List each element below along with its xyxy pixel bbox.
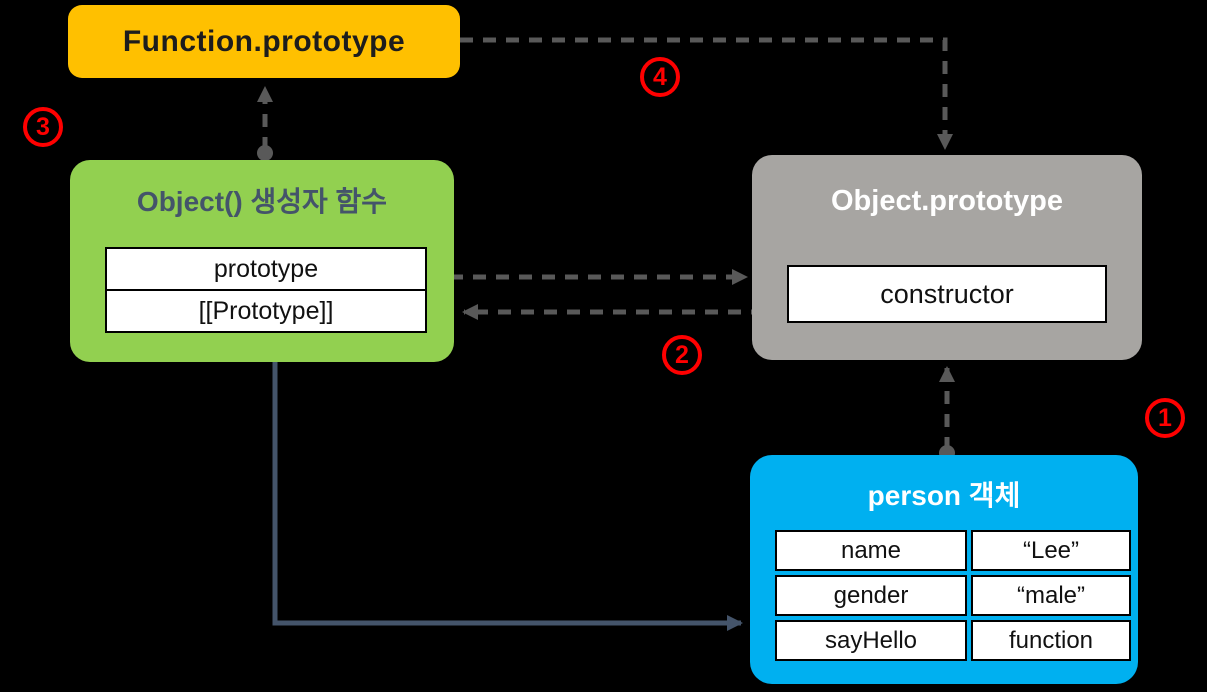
property-value-cell: “Lee”	[971, 530, 1131, 571]
object-constructor-box: Object() 생성자 함수 prototype [[Prototype]]	[70, 160, 454, 362]
step-4-badge: 4	[640, 57, 680, 97]
table-row: sayHello function	[775, 620, 1131, 661]
table-row: name “Lee”	[775, 530, 1131, 571]
table-row: prototype	[105, 247, 427, 291]
function-prototype-box: Function.prototype	[68, 5, 460, 78]
person-properties-table: name “Lee” gender “male” sayHello functi…	[771, 526, 1135, 665]
arrow-person-to-object-prototype	[939, 366, 955, 461]
object-prototype-box: Object.prototype constructor	[752, 155, 1142, 360]
property-key-cell: sayHello	[775, 620, 967, 661]
object-constructor-title: Object() 생성자 함수	[136, 186, 388, 217]
property-key-cell: gender	[775, 575, 967, 616]
arrow-prototype-to-object-prototype	[419, 269, 748, 285]
arrow-function-prototype-to-object-prototype	[460, 37, 953, 150]
person-object-box: person 객체 name “Lee” gender “male” sayHe…	[750, 455, 1138, 684]
arrow-constructor-creates-person	[272, 362, 743, 631]
table-row: [[Prototype]]	[105, 289, 427, 333]
step-3-badge: 3	[23, 107, 63, 147]
constructor-property-cell: constructor	[787, 265, 1107, 323]
internal-prototype-slot-cell: [[Prototype]]	[105, 289, 427, 333]
property-key-cell: name	[775, 530, 967, 571]
table-row: gender “male”	[775, 575, 1131, 616]
step-2-badge: 2	[662, 335, 702, 375]
arrow-constructor-to-internal-prototype	[462, 304, 795, 320]
person-object-title: person 객체	[867, 480, 1021, 511]
prototype-property-cell: prototype	[105, 247, 427, 291]
property-value-cell: “male”	[971, 575, 1131, 616]
step-1-badge: 1	[1145, 398, 1185, 438]
object-prototype-title: Object.prototype	[830, 185, 1063, 217]
object-constructor-members: prototype [[Prototype]]	[105, 247, 427, 333]
property-value-cell: function	[971, 620, 1131, 661]
function-prototype-title: Function.prototype	[122, 24, 406, 58]
arrow-constructor-to-function-prototype	[257, 86, 273, 161]
